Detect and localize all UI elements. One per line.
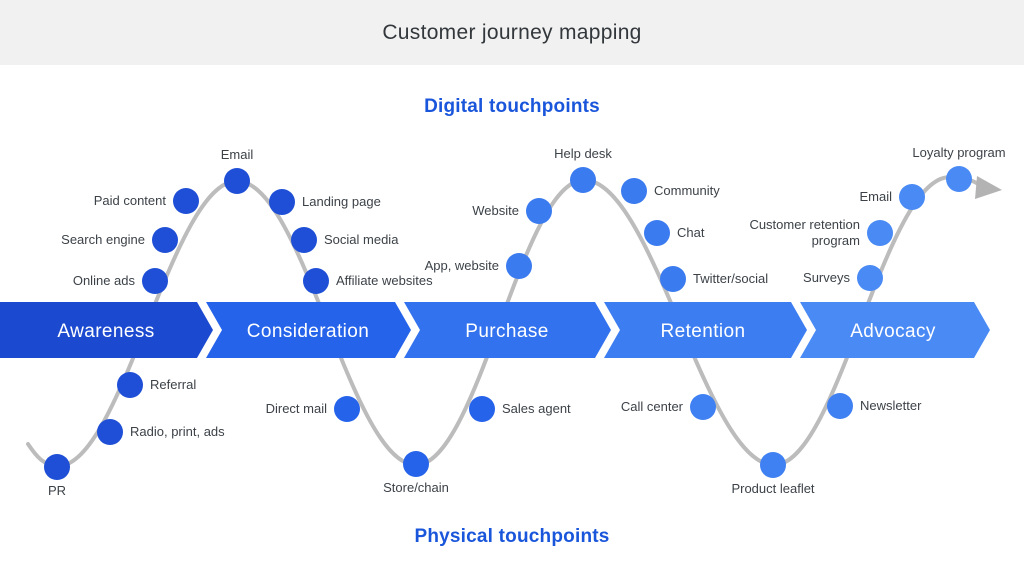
journey-arrowhead-icon (975, 176, 1002, 199)
touchpoint-dot-pr (44, 454, 70, 480)
touchpoint-label-newsletter: Newsletter (860, 397, 922, 413)
touchpoint-dot-surveys (857, 265, 883, 291)
touchpoint-label-sales-agent: Sales agent (502, 400, 571, 416)
touchpoint-label-app-website: App, website (424, 257, 499, 273)
touchpoint-label-call-center: Call center (620, 398, 683, 414)
touchpoint-label-radio-print-ads: Radio, print, ads (130, 423, 225, 439)
touchpoint-dot-affiliate-websites (303, 268, 329, 294)
touchpoint-label-email: Email (220, 146, 254, 162)
touchpoint-dot-store-chain (403, 451, 429, 477)
header-band: Customer journey mapping (0, 0, 1024, 65)
touchpoint-dot-online-ads (142, 268, 168, 294)
touchpoint-dot-call-center (690, 394, 716, 420)
touchpoint-label-social-media: Social media (324, 231, 399, 247)
physical-touchpoints-heading: Physical touchpoints (414, 526, 610, 547)
stage-purchase (404, 302, 611, 358)
touchpoint-dot-paid-content (173, 188, 199, 214)
touchpoint-dot-loyalty-program (946, 166, 972, 192)
touchpoint-label-affiliate-websites: Affiliate websites (336, 272, 433, 288)
touchpoint-label-search-engine: Search engine (61, 231, 145, 247)
touchpoint-label-community: Community (654, 182, 720, 198)
page-title: Customer journey mapping (382, 20, 642, 44)
stage-banner: Awareness Consideration Purchase Retenti… (0, 302, 990, 358)
touchpoint-label-chat: Chat (677, 224, 705, 240)
touchpoint-dot-email (899, 184, 925, 210)
touchpoint-dot-search-engine (152, 227, 178, 253)
stage-retention-label: Retention (661, 321, 746, 342)
stage-consideration-label: Consideration (247, 321, 369, 342)
touchpoint-label-surveys: Surveys (803, 269, 850, 285)
touchpoint-dot-community (621, 178, 647, 204)
touchpoint-label-paid-content: Paid content (93, 192, 166, 208)
touchpoint-dot-sales-agent (469, 396, 495, 422)
digital-touchpoints-heading: Digital touchpoints (424, 96, 600, 117)
stage-purchase-label: Purchase (465, 321, 548, 342)
touchpoint-dot-landing-page (269, 189, 295, 215)
touchpoint-label-referral: Referral (150, 376, 197, 392)
touchpoint-dot-social-media (291, 227, 317, 253)
touchpoint-label-product-leaflet: Product leaflet (731, 481, 815, 496)
touchpoint-label-direct-mail: Direct mail (265, 400, 327, 416)
stage-awareness-label: Awareness (57, 321, 154, 342)
touchpoint-label-landing-page: Landing page (302, 193, 381, 209)
touchpoint-label-email: Email (859, 188, 892, 204)
touchpoint-label-twitter-social: Twitter/social (693, 270, 769, 286)
stage-awareness (0, 302, 213, 358)
touchpoint-dot-twitter-social (660, 266, 686, 292)
stage-consideration (206, 302, 411, 358)
touchpoint-dot-customer-retention-program (867, 220, 893, 246)
touchpoint-dot-app-website (506, 253, 532, 279)
touchpoint-dot-newsletter (827, 393, 853, 419)
touchpoint-dot-radio-print-ads (97, 419, 123, 445)
touchpoint-label-pr: PR (47, 483, 67, 498)
stage-advocacy-label: Advocacy (850, 321, 936, 342)
stage-advocacy (800, 302, 990, 358)
touchpoint-dot-website (526, 198, 552, 224)
touchpoint-dot-direct-mail (334, 396, 360, 422)
touchpoint-label-help-desk: Help desk (554, 145, 612, 161)
touchpoint-dot-chat (644, 220, 670, 246)
touchpoint-dot-help-desk (570, 167, 596, 193)
touchpoint-label-store-chain: Store/chain (383, 480, 449, 495)
touchpoint-dot-product-leaflet (760, 452, 786, 478)
touchpoint-label-customer-retention-program: Customer retention program (749, 216, 860, 248)
touchpoint-dot-email (224, 168, 250, 194)
touchpoint-label-online-ads: Online ads (72, 272, 135, 288)
touchpoint-dot-referral (117, 372, 143, 398)
stage-retention (604, 302, 807, 358)
touchpoint-label-website: Website (472, 202, 519, 218)
touchpoint-label-loyalty-program: Loyalty program (912, 144, 1006, 160)
